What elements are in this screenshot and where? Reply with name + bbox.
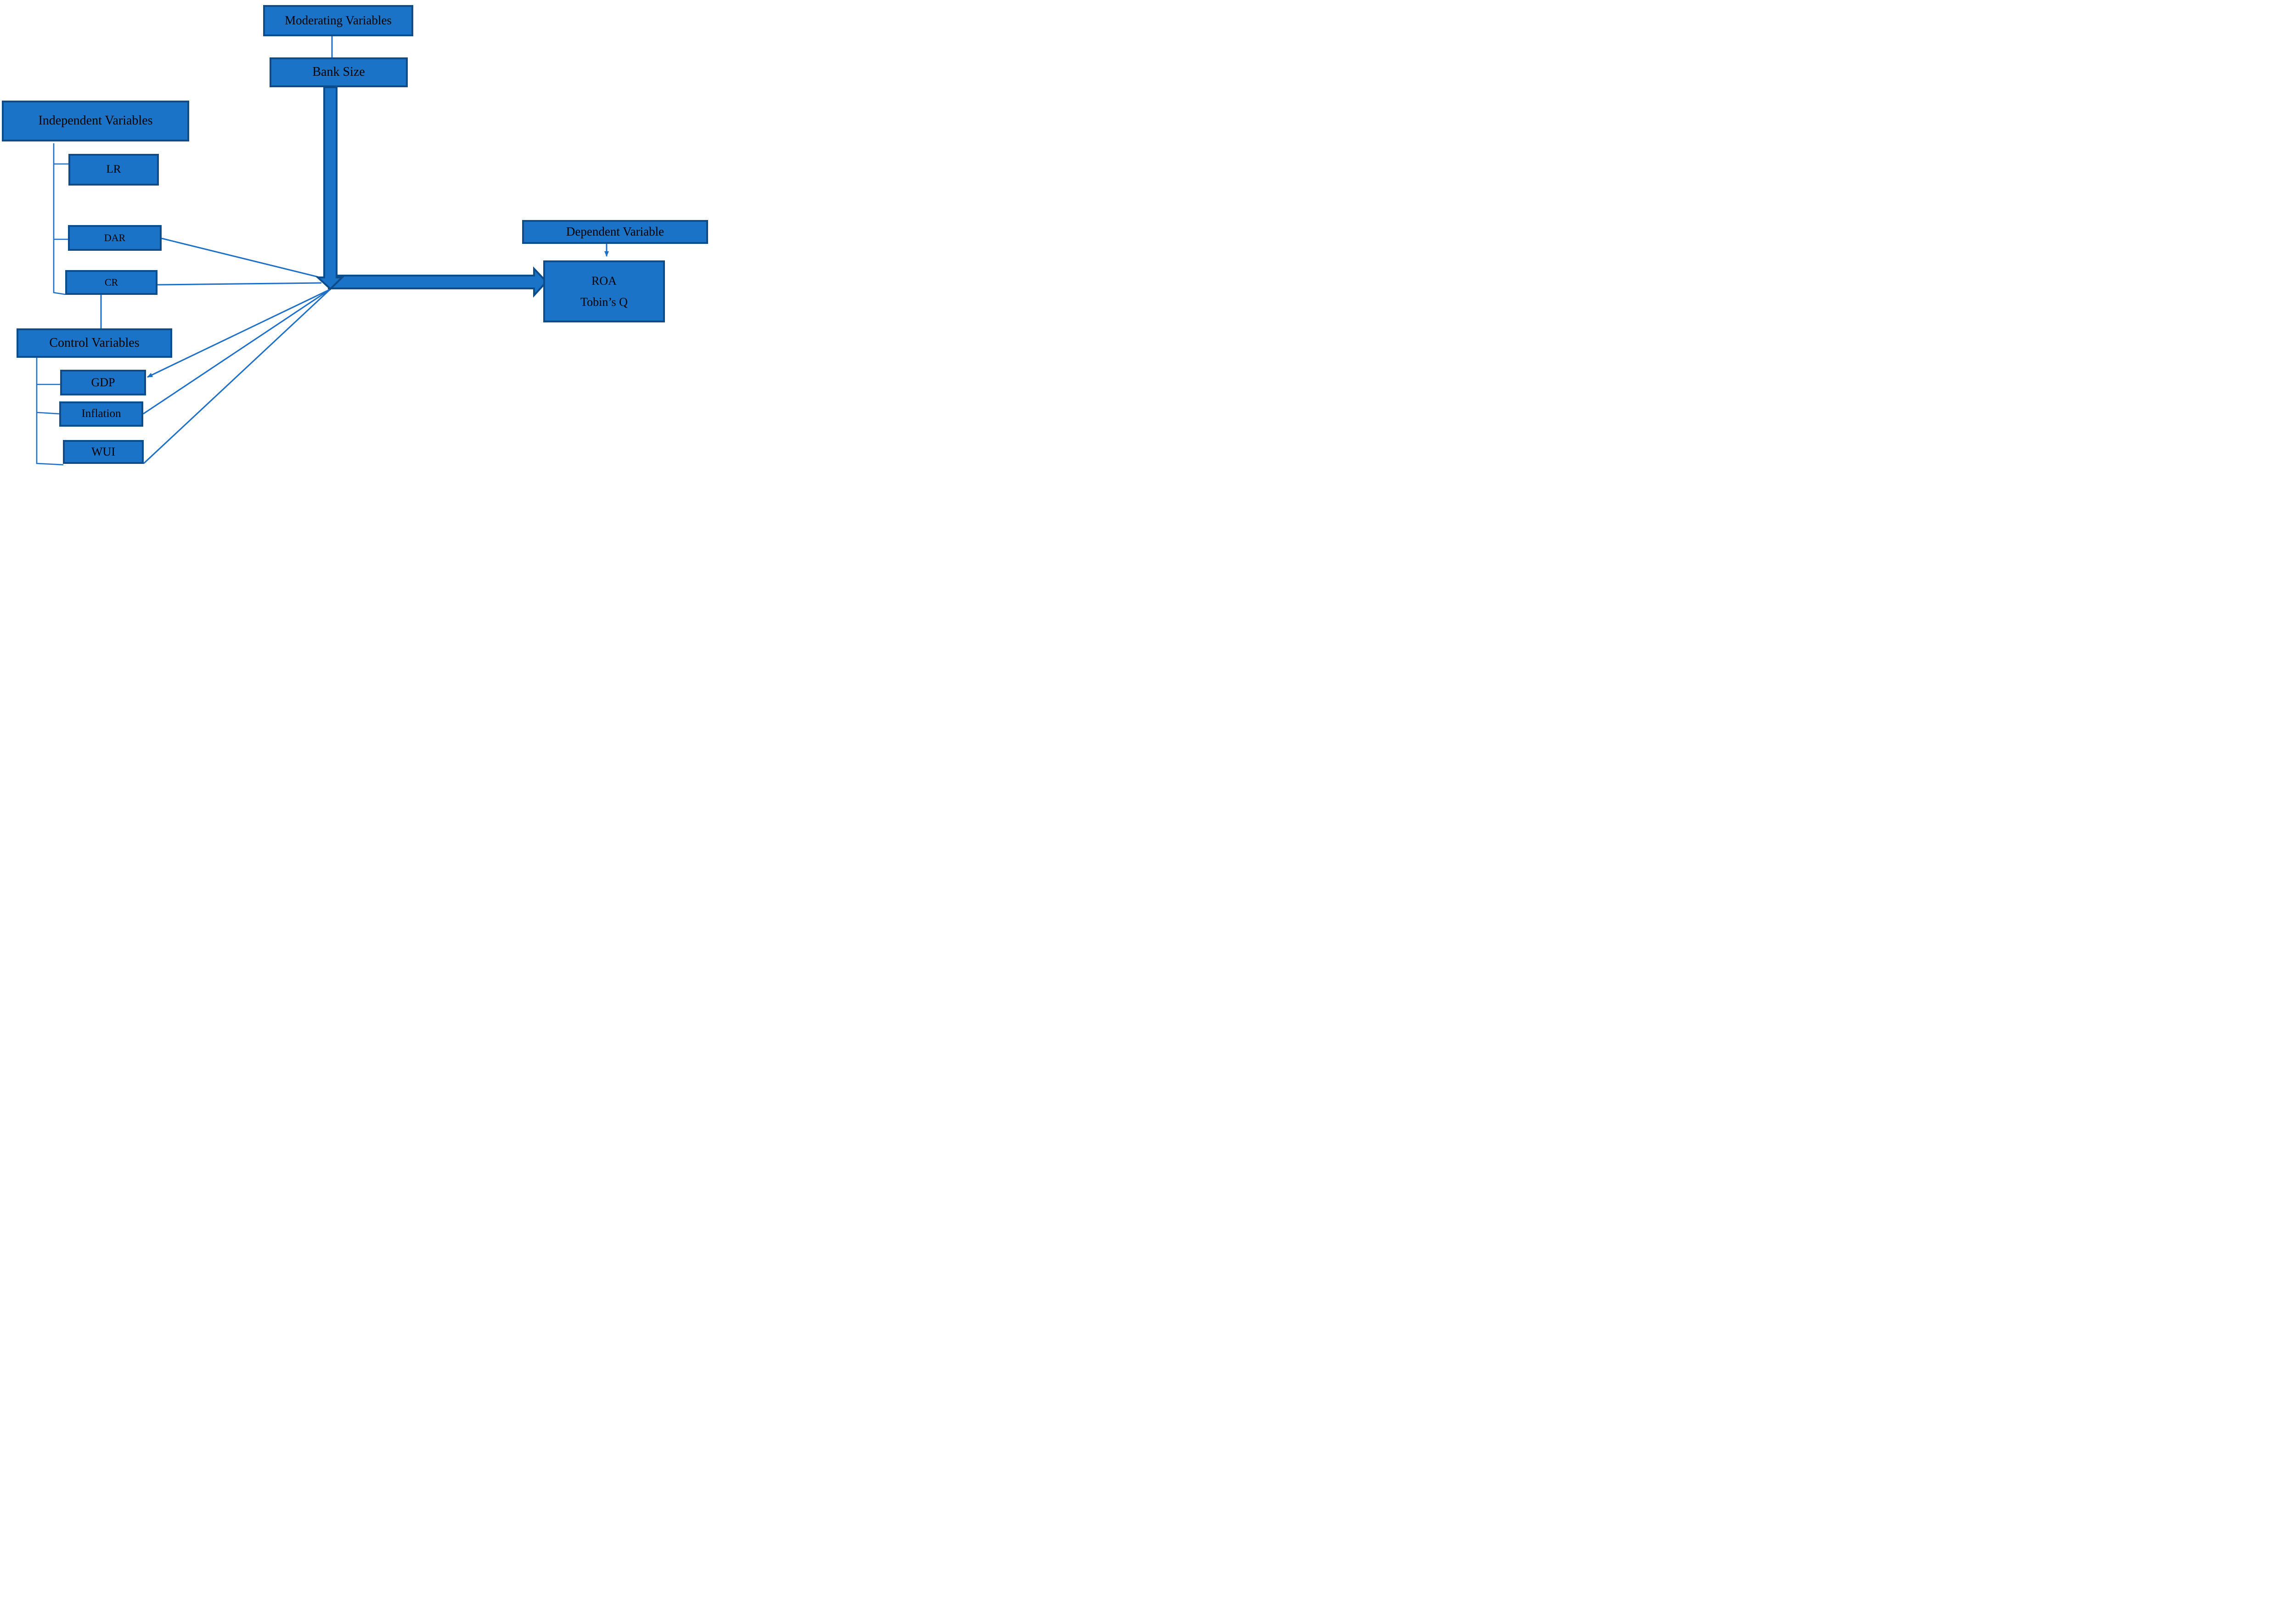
node-dependent-variable: Dependent Variable [522,220,708,244]
connector-junction-to-wui [143,288,331,464]
node-bank-size: Bank Size [270,57,408,87]
node-control-variables-label: Control Variables [49,335,140,350]
node-inflation: Inflation [59,401,143,427]
node-dar-label: DAR [104,232,126,244]
node-wui-label: WUI [91,445,115,459]
connector-junction-to-inflation [143,288,331,415]
node-bank-size-label: Bank Size [312,65,365,79]
node-lr: LR [68,154,159,186]
node-lr-label: LR [106,163,121,176]
node-dar: DAR [68,225,162,251]
framework-diagram: Moderating Variables Bank Size Independe… [0,0,709,468]
node-cr-label: CR [104,276,118,288]
node-control-variables: Control Variables [17,328,172,358]
node-wui: WUI [63,440,144,464]
node-tobins-q-label: Tobin’s Q [580,295,628,309]
node-gdp: GDP [60,370,146,395]
node-roa-label: ROA [591,274,617,288]
node-inflation-label: Inflation [81,407,121,420]
thick-arrow-bank-size-down [315,86,344,290]
connector-layer [36,36,609,466]
node-dependent-variable-label: Dependent Variable [566,225,664,239]
connector-junction-to-gdp-arrow [147,288,331,378]
bracket-independent-variables [53,143,66,295]
bracket-control-variables [36,358,64,466]
node-moderating-variables: Moderating Variables [263,5,413,36]
thick-arrow-to-outcome [328,266,548,298]
connector-cr-to-junction [157,282,322,286]
node-independent-variables: Independent Variables [2,101,189,141]
node-independent-variables-label: Independent Variables [38,113,153,128]
connector-dar-to-junction [161,237,319,278]
node-gdp-label: GDP [91,376,115,389]
node-cr: CR [65,270,158,295]
bracket-branch-inflation [36,412,60,415]
node-roa-tobins-q: ROA Tobin’s Q [543,260,665,322]
node-moderating-variables-label: Moderating Variables [285,13,392,28]
